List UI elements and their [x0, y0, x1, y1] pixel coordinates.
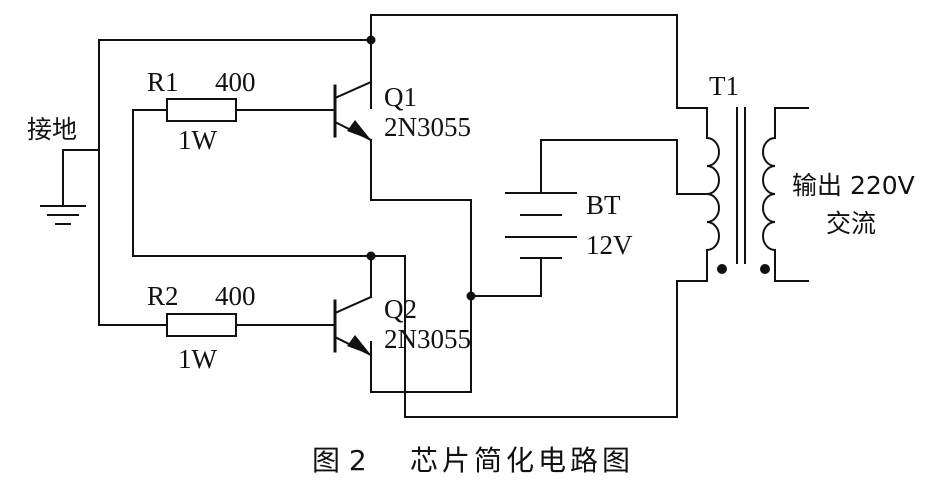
- r2-name-label: R2: [147, 281, 179, 311]
- output-ac-label: 交流: [826, 209, 876, 238]
- r1-value-label: 400: [215, 67, 256, 97]
- r2-value-label: 400: [215, 281, 256, 311]
- transformer-t1: [706, 107, 776, 282]
- output-voltage-label: 输出 220V: [792, 171, 915, 200]
- transistor-q2: [333, 255, 373, 393]
- polarity-dot-secondary: [760, 264, 770, 274]
- q2-part-label: 2N3055: [384, 324, 471, 354]
- ground-symbol: [40, 205, 86, 225]
- resistor-r2: [166, 313, 237, 337]
- q1-name-label: Q1: [384, 82, 417, 112]
- secondary-coil: [762, 107, 776, 282]
- figure-title: 芯片简化电路图: [410, 444, 634, 477]
- primary-coil: [706, 107, 720, 282]
- r1-name-label: R1: [147, 67, 179, 97]
- resistor-r1: [166, 98, 237, 122]
- bt-name-label: BT: [586, 190, 621, 220]
- t1-name-label: T1: [709, 71, 739, 101]
- ground-label: 接地: [27, 115, 77, 144]
- wires: [62, 14, 809, 418]
- q1-emitter-arrow: [347, 120, 371, 140]
- q2-name-label: Q2: [384, 294, 417, 324]
- q1-part-label: 2N3055: [384, 112, 471, 142]
- figure-number: 图 2: [312, 444, 367, 477]
- bt-voltage-label: 12V: [586, 230, 633, 260]
- junction-dots: [366, 35, 476, 301]
- polarity-dot-primary: [717, 264, 727, 274]
- r2-power-label: 1W: [178, 344, 218, 374]
- battery-bt: [505, 192, 577, 259]
- r1-power-label: 1W: [178, 125, 218, 155]
- transistor-q1: [333, 39, 373, 142]
- q2-emitter-arrow: [347, 335, 371, 355]
